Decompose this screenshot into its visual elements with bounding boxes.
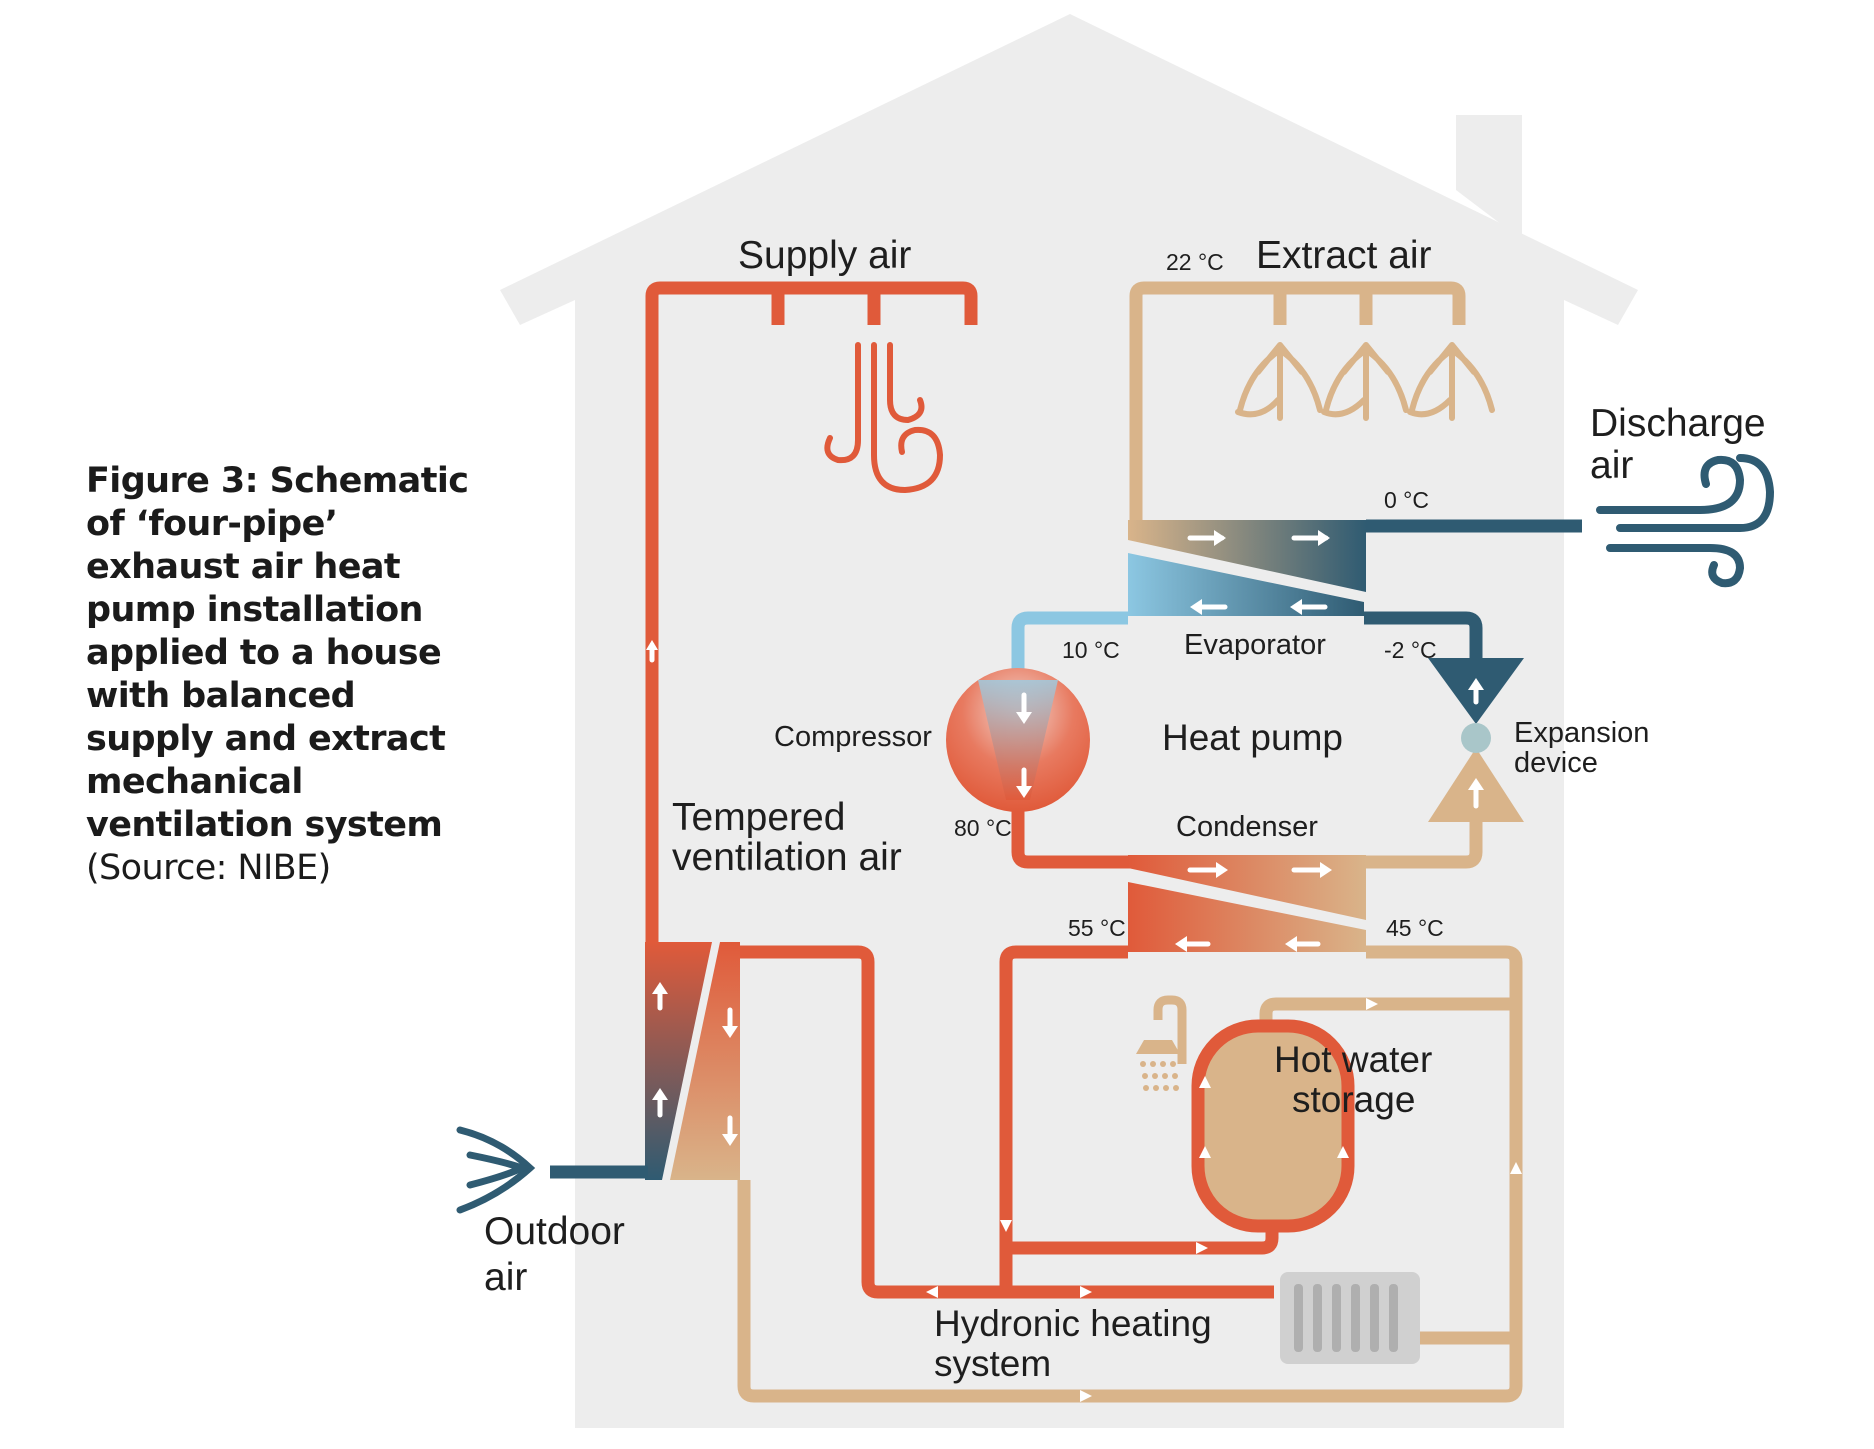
evaporator-inlet-temperature: -2 °C	[1384, 637, 1437, 663]
caption-source: (Source: NIBE)	[86, 848, 331, 888]
discharge-air-label-line1: Discharge	[1590, 402, 1766, 445]
hot-water-storage-label-line1: Hot water	[1274, 1039, 1432, 1080]
discharge-air-label-line2: air	[1590, 444, 1633, 487]
condenser-outlet-temperature: 55 °C	[1068, 915, 1126, 941]
compressor-outlet-temperature: 80 °C	[954, 815, 1012, 841]
outdoor-air-label-line1: Outdoor	[484, 1210, 625, 1253]
tempered-ventilation-air-label-line1: Tempered	[672, 796, 845, 839]
condenser-inlet-temperature: 45 °C	[1386, 915, 1444, 941]
radiator-icon	[1280, 1272, 1420, 1364]
condenser-water-coil	[1128, 882, 1366, 952]
extract-air-label: Extract air	[1256, 234, 1432, 277]
extract-air-temperature: 22 °C	[1166, 249, 1224, 275]
discharge-air-temperature: 0 °C	[1384, 487, 1429, 513]
hot-water-storage-label-line2: storage	[1292, 1079, 1415, 1120]
outdoor-air-icon	[456, 1126, 536, 1214]
discharge-wind-icon	[1596, 454, 1775, 588]
evaporator-outlet-temperature: 10 °C	[1062, 637, 1120, 663]
caption-title: Figure 3: Schematic of ‘four-pipe’ exhau…	[86, 461, 469, 845]
hydronic-heating-system-label-line1: Hydronic heating	[934, 1303, 1212, 1344]
extract-air-arrows-icon	[1235, 342, 1495, 421]
hydronic-return	[737, 945, 1523, 1403]
supply-air-duct	[645, 281, 978, 942]
hydronic-heating-system-label-line2: system	[934, 1343, 1051, 1384]
flow-arrows	[646, 530, 1484, 1146]
pipe-small-arrows	[926, 998, 1522, 1402]
tempered-ventilation-air-label-line2: ventilation air	[672, 836, 902, 879]
hydronic-supply	[999, 945, 1279, 1299]
shower-icon	[1136, 1040, 1180, 1091]
compressor	[946, 668, 1090, 812]
evaporator-coil	[1128, 553, 1364, 616]
heat-pump-label: Heat pump	[1162, 717, 1343, 758]
refrigerant-circuit	[1011, 611, 1483, 869]
expansion-device-label-line2: device	[1514, 747, 1598, 779]
extract-air-duct	[1129, 281, 1466, 525]
supply-air-label: Supply air	[738, 234, 911, 277]
hot-water-storage-tank	[1153, 995, 1355, 1233]
expansion-device-label-line1: Expansion	[1514, 717, 1649, 749]
supply-air-swirl-icon	[824, 342, 944, 494]
tempered-air-return	[740, 945, 1002, 1299]
condenser-label: Condenser	[1176, 811, 1318, 843]
evaporator-label: Evaporator	[1184, 629, 1326, 661]
compressor-label: Compressor	[774, 721, 932, 753]
outdoor-air-label-line2: air	[484, 1256, 527, 1299]
figure-caption: Figure 3: Schematic of ‘four-pipe’ exhau…	[86, 460, 486, 890]
